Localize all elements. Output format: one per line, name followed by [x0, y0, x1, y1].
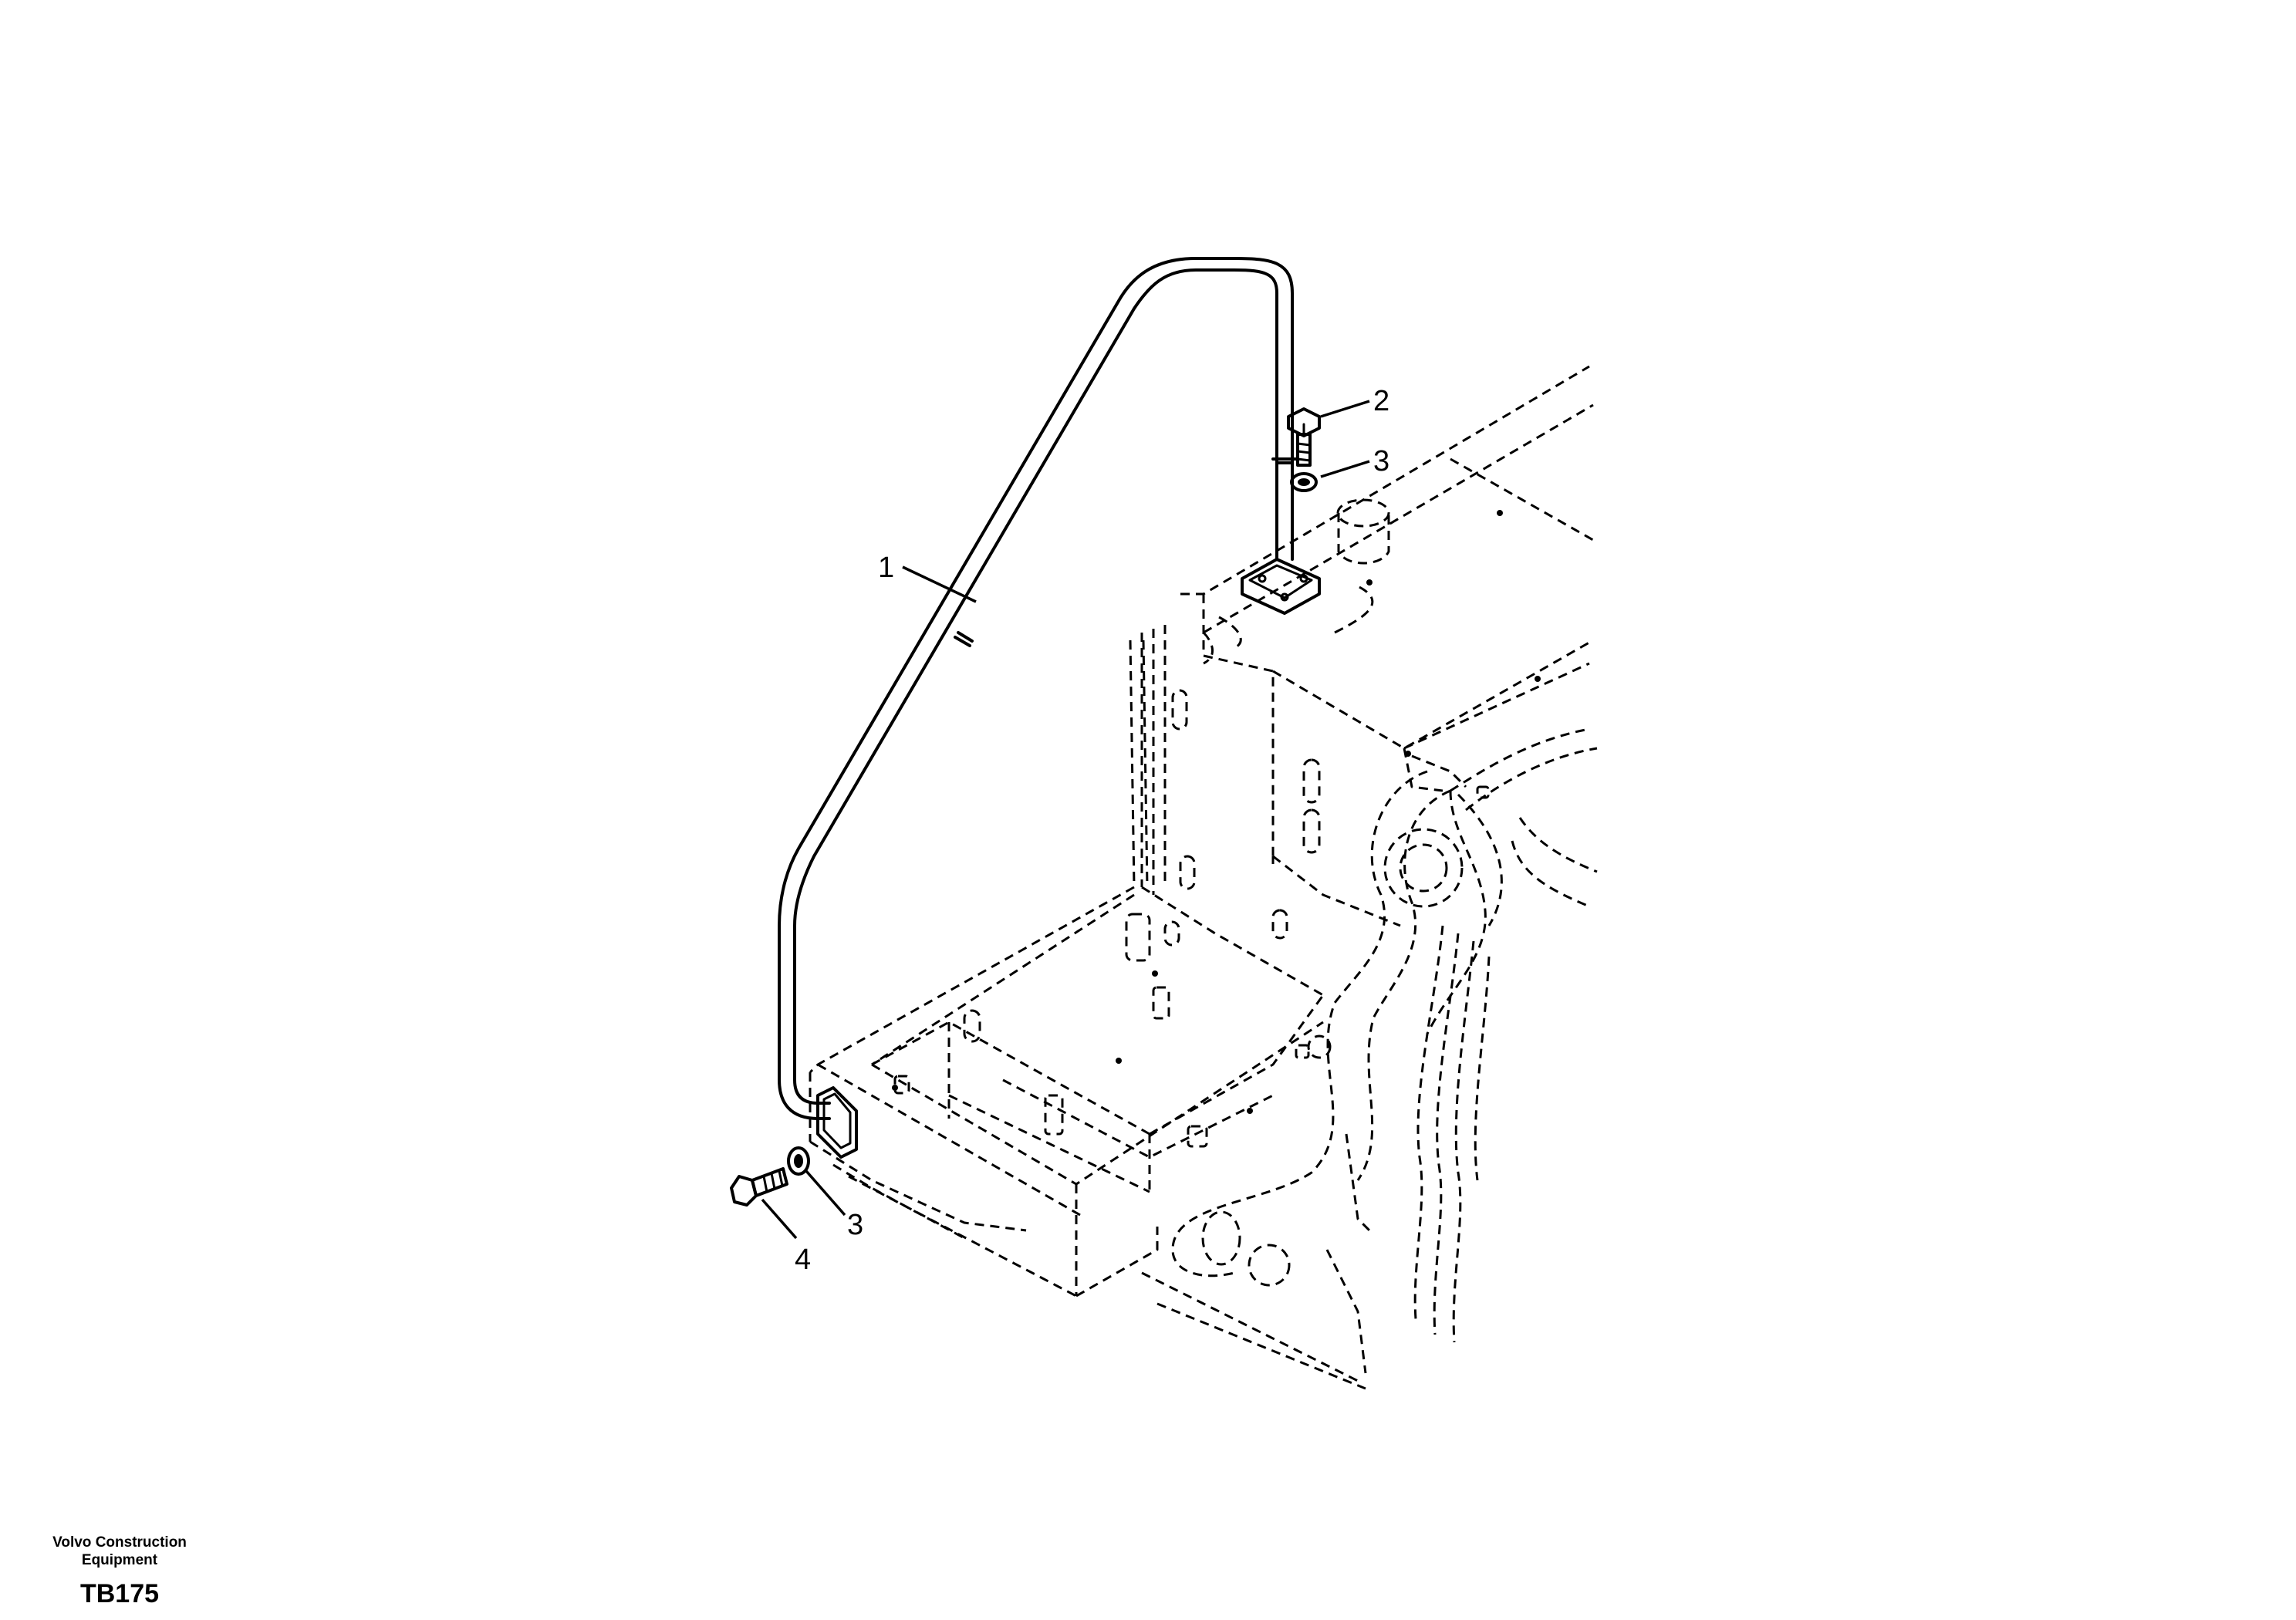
leader-lines: [761, 400, 1370, 1240]
diagram-code: TB175: [79, 1579, 160, 1608]
callout-3-upper: 3: [1373, 445, 1389, 478]
brand-line-2: Equipment: [81, 1552, 158, 1568]
bolt-part-4: [730, 1167, 788, 1207]
callout-3-lower: 3: [847, 1209, 863, 1241]
bolt-part-2: [1287, 407, 1321, 467]
publisher-footer: Volvo Construction Equipment TB175: [31, 1534, 208, 1608]
callout-2: 2: [1373, 385, 1389, 417]
washer-part-3-upper: [1290, 472, 1318, 492]
machine-structure-outline: [809, 365, 1598, 1390]
brand-line-1: Volvo Construction: [52, 1534, 187, 1551]
washer-part-3-lower: [787, 1146, 810, 1176]
callout-1: 1: [878, 552, 894, 584]
handrail-part-1: [778, 257, 1321, 1159]
callout-4: 4: [795, 1244, 811, 1276]
